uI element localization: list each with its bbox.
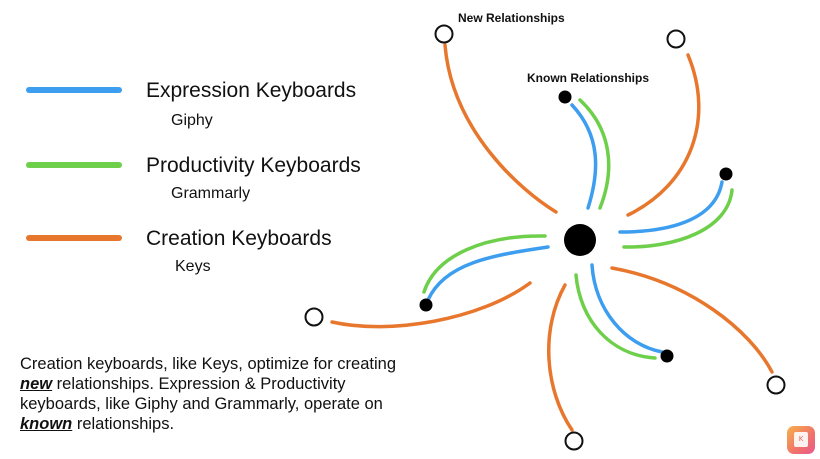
productivity-arm-top <box>578 98 611 210</box>
creation-arm-top-left <box>443 43 558 214</box>
expression-line-swatch <box>26 87 122 93</box>
caption-part-2: relationships. Expression & Productivity… <box>20 375 383 413</box>
expression-arm-right <box>618 180 724 234</box>
expression-arm-bottom <box>590 263 664 354</box>
legend-title-productivity: Productivity Keyboards <box>146 154 361 177</box>
creation-arm-bottom <box>547 283 574 432</box>
expression-arm-left <box>426 245 550 302</box>
creation-arm-top-right <box>626 53 701 217</box>
known-relationship-node <box>419 298 433 312</box>
known-relationship-node <box>558 90 572 104</box>
productivity-line-swatch <box>26 162 122 168</box>
legend-example-grammarly: Grammarly <box>171 185 251 202</box>
legend-title-expression: Expression Keyboards <box>146 79 357 102</box>
new-relationship-node <box>666 29 686 49</box>
expression-arm-top <box>570 103 598 210</box>
legend-title-creation: Creation Keyboards <box>146 227 332 250</box>
legend-example-giphy: Giphy <box>171 112 213 129</box>
productivity-arm-left <box>422 234 547 294</box>
new-relationship-node <box>434 24 454 44</box>
new-relationship-node <box>304 307 324 327</box>
productivity-arm-right <box>622 188 734 249</box>
caption-part-1: Creation keyboards, like Keys, optimize … <box>20 355 397 373</box>
new-relationship-node <box>564 431 584 451</box>
caption-text: Creation keyboards, like Keys, optimize … <box>20 354 400 434</box>
known-relationship-node <box>719 167 733 181</box>
center-node <box>564 224 596 256</box>
creation-line-swatch <box>26 235 122 241</box>
creation-arm-right <box>610 266 774 374</box>
caption-part-3: relationships. <box>72 415 175 433</box>
keys-app-icon: K <box>787 426 815 454</box>
productivity-arm-bottom <box>574 273 657 360</box>
caption-emphasis-known: known <box>20 415 73 433</box>
new-relationship-node <box>766 375 786 395</box>
new-relationships-label: New Relationships <box>458 11 565 25</box>
keys-app-icon-letter: K <box>794 432 808 447</box>
caption-emphasis-new: new <box>20 375 53 393</box>
creation-arm-left <box>330 281 532 329</box>
known-relationships-label: Known Relationships <box>527 71 649 85</box>
legend-example-keys: Keys <box>175 258 211 275</box>
known-relationship-node <box>660 349 674 363</box>
